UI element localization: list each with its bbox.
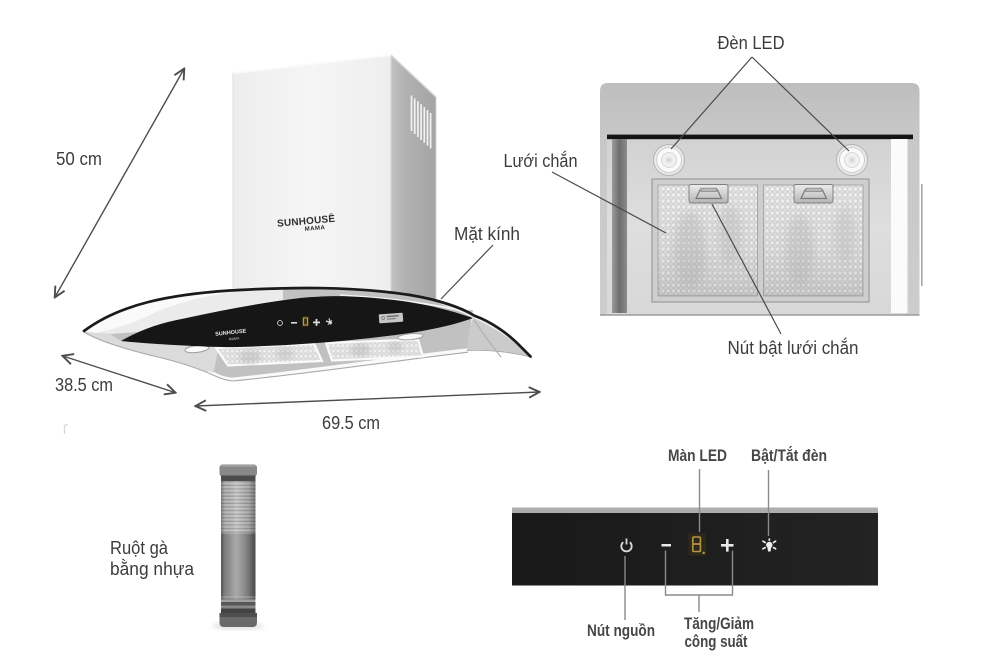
- svg-text:Bật/Tắt đèn: Bật/Tắt đèn: [751, 446, 827, 465]
- svg-text:SUNHOUSE: SUNHOUSE: [277, 214, 336, 230]
- svg-text:Màn LED: Màn LED: [668, 446, 727, 465]
- svg-text:Mặt kính: Mặt kính: [454, 224, 520, 244]
- svg-text:Tăng/Giảm: Tăng/Giảm: [684, 614, 754, 633]
- svg-text:Lưới chắn: Lưới chắn: [504, 150, 578, 171]
- svg-text:công suất: công suất: [685, 632, 748, 651]
- svg-text:®: ®: [329, 211, 334, 217]
- svg-text:38.5 cm: 38.5 cm: [55, 375, 113, 395]
- svg-text:MAMA: MAMA: [305, 225, 326, 233]
- svg-text:MAMA: MAMA: [229, 336, 241, 341]
- svg-text:50 cm: 50 cm: [56, 149, 102, 169]
- svg-text:Đèn LED: Đèn LED: [718, 33, 785, 53]
- svg-text:bằng nhựa: bằng nhựa: [110, 558, 195, 579]
- svg-text:SUNHOUSE: SUNHOUSE: [215, 328, 247, 337]
- svg-text:Nút nguồn: Nút nguồn: [587, 621, 655, 640]
- svg-text:Nút bật lưới chắn: Nút bật lưới chắn: [728, 337, 859, 358]
- svg-text:Ruột gà: Ruột gà: [110, 538, 169, 558]
- svg-text:69.5 cm: 69.5 cm: [322, 413, 380, 433]
